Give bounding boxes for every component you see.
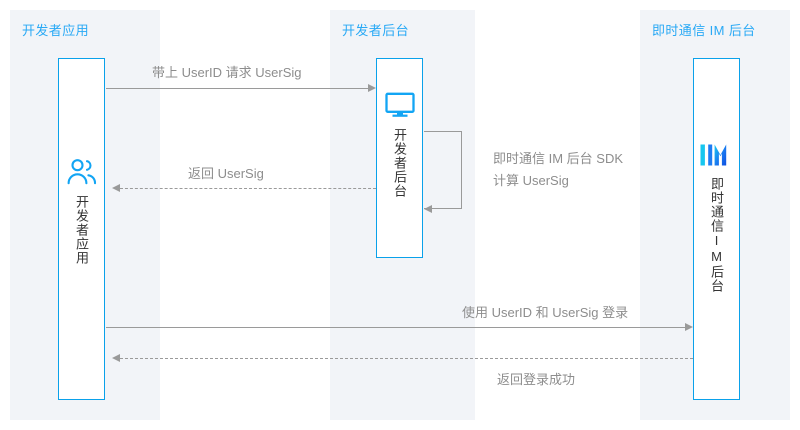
message-label-login-success: 返回登录成功 [497, 372, 576, 387]
actor-im-backend: 即时通信IM后台 [693, 58, 740, 400]
message-label-return-usersig: 返回 UserSig [188, 166, 264, 181]
message-line-login [106, 327, 686, 328]
message-line-login-success [120, 358, 693, 359]
actor-label-developer-app: 开发者应用 [74, 195, 89, 265]
message-label-login: 使用 UserID 和 UserSig 登录 [462, 305, 629, 320]
message-arrowhead-login [685, 322, 693, 331]
lane-title-developer-app: 开发者应用 [22, 23, 90, 38]
message-line-request-usersig [106, 88, 369, 89]
message-line-return-usersig [120, 188, 376, 189]
self-message-label-line2: 计算 UserSig [493, 173, 569, 188]
users-icon [67, 159, 97, 190]
actor-developer-backend: 开发者后台 [376, 58, 423, 258]
self-message-loop-compute-usersig [424, 131, 462, 209]
self-message-arrowhead-compute-usersig [424, 204, 432, 213]
message-arrowhead-request-usersig [368, 83, 376, 92]
message-arrowhead-login-success [112, 353, 120, 362]
monitor-icon [384, 92, 415, 123]
message-arrowhead-return-usersig [112, 183, 120, 192]
actor-developer-app: 开发者应用 [58, 58, 105, 400]
lane-title-im-backend: 即时通信 IM 后台 [652, 23, 756, 38]
lane-title-developer-backend: 开发者后台 [342, 23, 410, 38]
actor-label-im-backend: 即时通信IM后台 [709, 177, 724, 293]
im-logo-icon [700, 143, 734, 172]
message-label-request-usersig: 带上 UserID 请求 UserSig [152, 65, 302, 80]
self-message-label-line1: 即时通信 IM 后台 SDK [493, 151, 624, 166]
actor-label-developer-backend: 开发者后台 [392, 128, 407, 198]
